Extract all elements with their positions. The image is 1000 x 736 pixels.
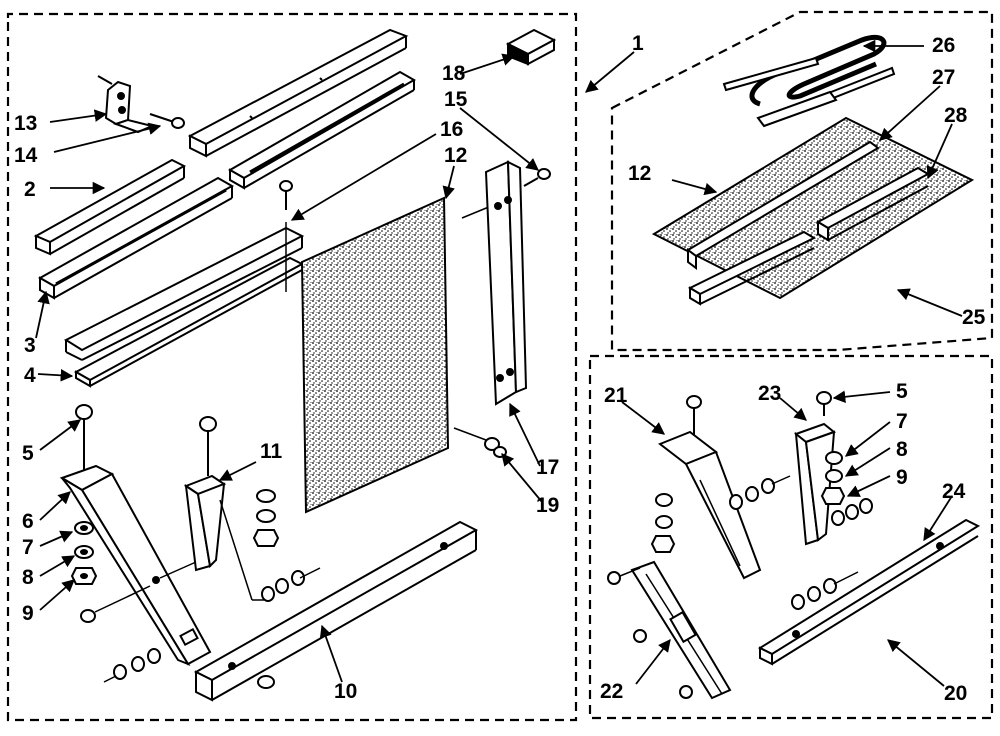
part-18-block	[505, 28, 557, 66]
callout-28: 28	[944, 104, 968, 127]
part-screw-lower-left	[80, 561, 197, 623]
part-16-screw	[279, 180, 293, 292]
callout-11: 11	[260, 440, 283, 463]
part-8-washer-left	[74, 545, 94, 559]
callout-2: 2	[24, 178, 36, 201]
callout-23: 23	[758, 382, 781, 405]
part-22-brace	[630, 560, 732, 700]
part-14-screw	[149, 113, 185, 129]
part-top-rail-lower	[227, 70, 417, 190]
callout-1: 1	[632, 32, 644, 55]
callout-24: 24	[942, 480, 966, 503]
part-19-screws	[453, 427, 507, 458]
part-23-bracket	[793, 422, 837, 546]
callout-13: 13	[14, 112, 37, 135]
part-11-bracket	[183, 416, 264, 601]
callout-8-right: 8	[896, 438, 908, 461]
part-7-washer-left	[74, 521, 94, 535]
part-17-vertical-channel	[484, 160, 528, 406]
callout-15: 15	[444, 88, 468, 111]
kit-boundary-seal	[610, 10, 994, 352]
part-4-channel	[73, 256, 305, 388]
kit-boundary-support	[588, 354, 994, 720]
part-15-screw	[523, 168, 551, 187]
part-2-rail	[33, 158, 187, 256]
callout-5-right: 5	[896, 380, 908, 403]
part-12-foam-sheet	[651, 116, 975, 300]
callout-4: 4	[24, 364, 36, 387]
callout-7-left: 7	[22, 536, 34, 559]
part-27-channel	[686, 140, 880, 270]
callout-18: 18	[442, 62, 466, 85]
callout-10: 10	[334, 680, 357, 703]
callout-20: 20	[944, 682, 967, 705]
leader-lines	[35, 39, 963, 687]
callout-16: 16	[440, 118, 463, 141]
callout-19: 19	[536, 494, 559, 517]
part-6-brace	[59, 464, 212, 667]
part-24-bottom-rail	[757, 518, 981, 666]
callout-7-right: 7	[896, 410, 908, 433]
part-hardware-bottom-left	[103, 648, 161, 683]
part-24-hardware	[791, 571, 859, 610]
part-10-bottom-rail	[193, 520, 479, 702]
part-26-seal-strip	[722, 34, 896, 128]
callout-6: 6	[22, 510, 34, 533]
part-channel-long	[63, 226, 305, 361]
kit-boundary-main	[6, 12, 578, 722]
callout-22: 22	[600, 680, 623, 703]
part-13-bracket	[97, 75, 156, 134]
callout-5-left: 5	[22, 442, 34, 465]
callout-26: 26	[932, 34, 955, 57]
part-top-rail-upper	[187, 28, 409, 158]
part-23-hardware	[816, 391, 873, 526]
callout-3: 3	[24, 334, 36, 357]
callout-17: 17	[536, 456, 559, 479]
callout-8-left: 8	[22, 566, 34, 589]
callout-14: 14	[14, 144, 38, 167]
part-11-hardware	[252, 489, 321, 602]
part-3-rail	[37, 176, 235, 300]
part-9-nut-left	[70, 567, 98, 585]
callout-12-right: 12	[628, 162, 651, 185]
callout-21: 21	[604, 384, 628, 407]
part-21-brace	[657, 395, 762, 580]
callout-12-left: 12	[444, 144, 467, 167]
part-5-screw-left	[75, 404, 93, 470]
callout-27: 27	[932, 66, 955, 89]
part-21-hardware	[650, 475, 791, 553]
callout-25: 25	[962, 306, 986, 329]
callout-9-right: 9	[896, 466, 908, 489]
callout-9-left: 9	[22, 602, 34, 625]
part-12-foam-panel	[300, 196, 497, 514]
part-22-hardware	[607, 567, 693, 699]
callout-labels: 1 2 3 4 5 6 7 8 9 10 11 12 12 13 14 15 1…	[14, 32, 986, 705]
part-25-bottom-channel	[687, 230, 817, 306]
